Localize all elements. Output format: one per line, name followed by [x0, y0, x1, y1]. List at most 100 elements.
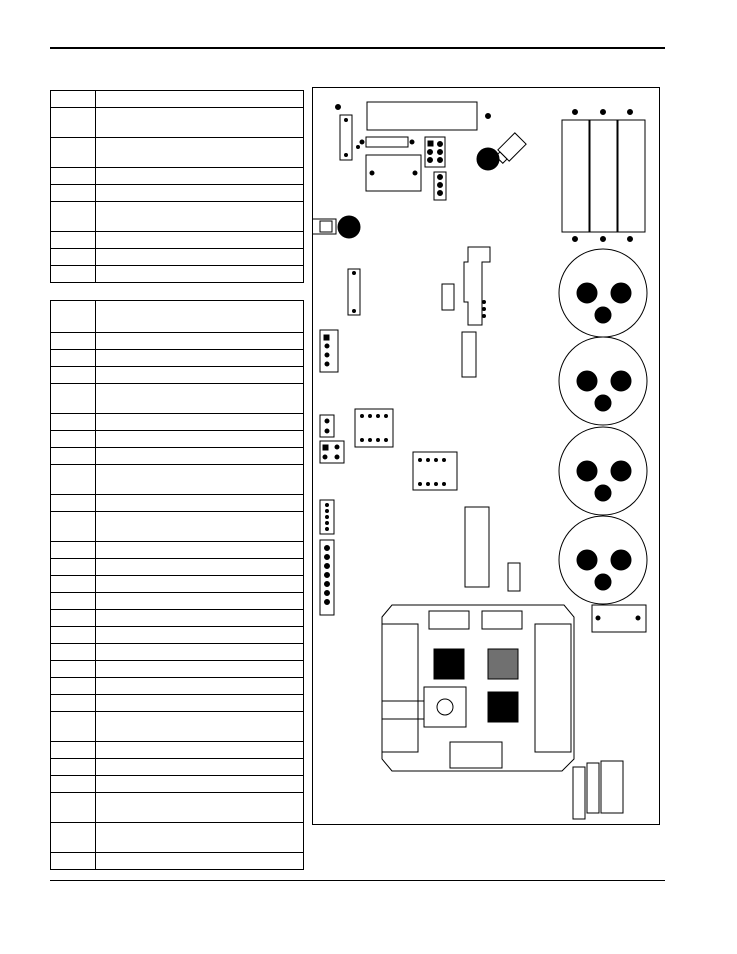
legend-ref-cell	[50, 792, 96, 823]
legend-ref-cell	[50, 494, 96, 512]
legend-ref-cell	[50, 167, 96, 185]
legend-ref-cell	[50, 758, 96, 776]
legend-ref-cell	[50, 464, 96, 495]
legend-description-cell	[95, 383, 304, 414]
legend-ref-cell	[50, 741, 96, 759]
legend-table-2-row	[50, 332, 304, 350]
legend-table-2-row	[50, 592, 304, 610]
legend-description-cell	[95, 541, 304, 559]
legend-description-cell	[95, 430, 304, 448]
legend-table-2-row	[50, 464, 304, 495]
legend-ref-cell	[50, 511, 96, 542]
xlr-connector-1	[558, 248, 648, 338]
legend-description-cell	[95, 677, 304, 695]
legend-description-cell	[95, 592, 304, 610]
legend-ref-cell	[50, 383, 96, 414]
legend-description-cell	[95, 494, 304, 512]
legend-ref-cell	[50, 643, 96, 661]
legend-ref-cell	[50, 349, 96, 367]
legend-description-cell	[95, 447, 304, 465]
legend-description-cell	[95, 231, 304, 249]
legend-table-2-row	[50, 694, 304, 712]
parts-legend-table-2	[50, 300, 304, 870]
legend-table-2-row	[50, 558, 304, 576]
legend-ref-cell	[50, 677, 96, 695]
legend-table-1-row	[50, 107, 304, 138]
xlr-connector-3	[558, 426, 648, 516]
legend-description-cell	[95, 511, 304, 542]
legend-table-2-row	[50, 447, 304, 465]
legend-ref-cell	[50, 231, 96, 249]
legend-description-cell	[95, 852, 304, 870]
legend-description-cell	[95, 90, 304, 108]
legend-description-cell	[95, 711, 304, 742]
legend-description-cell	[95, 575, 304, 593]
legend-description-cell	[95, 201, 304, 232]
legend-table-2-row	[50, 643, 304, 661]
legend-table-2-row	[50, 758, 304, 776]
legend-table-2-row	[50, 609, 304, 627]
legend-table-2-row	[50, 822, 304, 853]
legend-table-2-row	[50, 511, 304, 542]
legend-ref-cell	[50, 248, 96, 266]
legend-ref-cell	[50, 107, 96, 138]
parts-legend-table-1	[50, 90, 304, 283]
legend-description-cell	[95, 332, 304, 350]
legend-ref-cell	[50, 201, 96, 232]
legend-description-cell	[95, 265, 304, 283]
legend-table-2-row	[50, 349, 304, 367]
legend-description-cell	[95, 184, 304, 202]
legend-table-2-row	[50, 852, 304, 870]
legend-ref-cell	[50, 822, 96, 853]
legend-ref-cell	[50, 430, 96, 448]
legend-ref-cell	[50, 413, 96, 431]
legend-table-2-row	[50, 413, 304, 431]
footer-rule	[50, 880, 665, 881]
board-diagram-frame	[312, 87, 660, 825]
legend-ref-cell	[50, 541, 96, 559]
legend-table-1-row	[50, 90, 304, 108]
legend-description-cell	[95, 413, 304, 431]
legend-table-1-row	[50, 184, 304, 202]
legend-table-2-row	[50, 775, 304, 793]
legend-description-cell	[95, 741, 304, 759]
legend-ref-cell	[50, 775, 96, 793]
legend-table-2-row	[50, 366, 304, 384]
legend-description-cell	[95, 643, 304, 661]
circuit-board-layout-diagram	[312, 101, 648, 820]
legend-ref-cell	[50, 137, 96, 168]
legend-table-1-row	[50, 201, 304, 232]
legend-ref-cell	[50, 660, 96, 678]
legend-ref-cell	[50, 711, 96, 742]
legend-table-2-row	[50, 677, 304, 695]
legend-ref-cell	[50, 447, 96, 465]
legend-table-1-row	[50, 265, 304, 283]
legend-table-2-row	[50, 711, 304, 742]
legend-ref-cell	[50, 609, 96, 627]
legend-description-cell	[95, 626, 304, 644]
legend-description-cell	[95, 366, 304, 384]
legend-ref-cell	[50, 184, 96, 202]
legend-description-cell	[95, 167, 304, 185]
legend-ref-cell	[50, 90, 96, 108]
header-rule	[50, 47, 665, 49]
legend-table-2-row	[50, 300, 304, 333]
legend-description-cell	[95, 558, 304, 576]
legend-description-cell	[95, 137, 304, 168]
legend-table-1-row	[50, 167, 304, 185]
legend-description-cell	[95, 660, 304, 678]
legend-description-cell	[95, 107, 304, 138]
legend-ref-cell	[50, 575, 96, 593]
legend-table-2-row	[50, 541, 304, 559]
xlr-connector-4	[558, 515, 648, 605]
legend-description-cell	[95, 822, 304, 853]
legend-ref-cell	[50, 558, 96, 576]
legend-description-cell	[95, 248, 304, 266]
legend-ref-cell	[50, 366, 96, 384]
legend-description-cell	[95, 775, 304, 793]
legend-table-1-row	[50, 248, 304, 266]
board-component-outline	[366, 101, 478, 131]
legend-ref-cell	[50, 592, 96, 610]
legend-description-cell	[95, 300, 304, 333]
legend-table-2-row	[50, 626, 304, 644]
